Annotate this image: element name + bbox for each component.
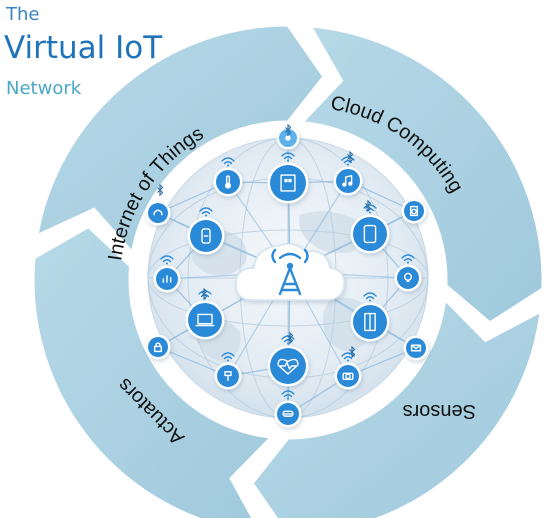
- title-main: Virtual IoT: [4, 30, 163, 66]
- paint-icon: [214, 352, 242, 390]
- laptop-icon: [185, 290, 225, 340]
- bus-icon: [274, 390, 302, 428]
- heart-monitor-icon: [267, 335, 309, 387]
- wifi-icon: [281, 152, 295, 162]
- wifi-icon: [221, 352, 235, 362]
- bluetooth-icon: [349, 345, 356, 359]
- building-icon: [267, 152, 309, 204]
- headphones-icon: [145, 200, 171, 226]
- bluetooth-icon: [157, 183, 164, 197]
- refrigerator-icon: [350, 292, 390, 342]
- music-icon: [333, 156, 363, 196]
- washing-machine-icon: [401, 198, 427, 224]
- bluetooth-icon: [365, 199, 372, 213]
- wifi-icon: [401, 254, 415, 264]
- camera-icon: [334, 352, 362, 390]
- wifi-icon: [341, 352, 355, 362]
- wifi-icon: [341, 156, 355, 166]
- cloud-tower-icon: [235, 243, 345, 301]
- wifi-icon: [160, 255, 174, 265]
- wifi-icon: [363, 292, 377, 302]
- segment-internet-of-things: [34, 23, 326, 256]
- mail-icon: [403, 335, 429, 361]
- the-label: The: [6, 4, 40, 25]
- title-sub: Network: [6, 78, 82, 99]
- wifi-icon: [281, 390, 295, 400]
- thermometer-icon: [213, 157, 243, 197]
- tablet-icon: [350, 204, 390, 254]
- battery-icon: [187, 207, 225, 255]
- usb-drive-icon: [276, 126, 300, 150]
- chart-icon: [153, 255, 181, 293]
- bluetooth-icon: [285, 123, 292, 137]
- segment-cloud-computing: [298, 24, 545, 325]
- segment-actuators: [31, 224, 275, 518]
- lock-icon: [145, 334, 171, 360]
- bluetooth-icon: [201, 287, 208, 301]
- segment-label-sensors: Sensors: [403, 400, 476, 422]
- bluetooth-icon: [347, 150, 354, 164]
- wifi-icon: [199, 207, 213, 217]
- bluetooth-icon: [287, 331, 294, 345]
- wifi-icon: [221, 157, 235, 167]
- lightbulb-icon: [394, 254, 422, 292]
- segment-sensors: [250, 295, 543, 518]
